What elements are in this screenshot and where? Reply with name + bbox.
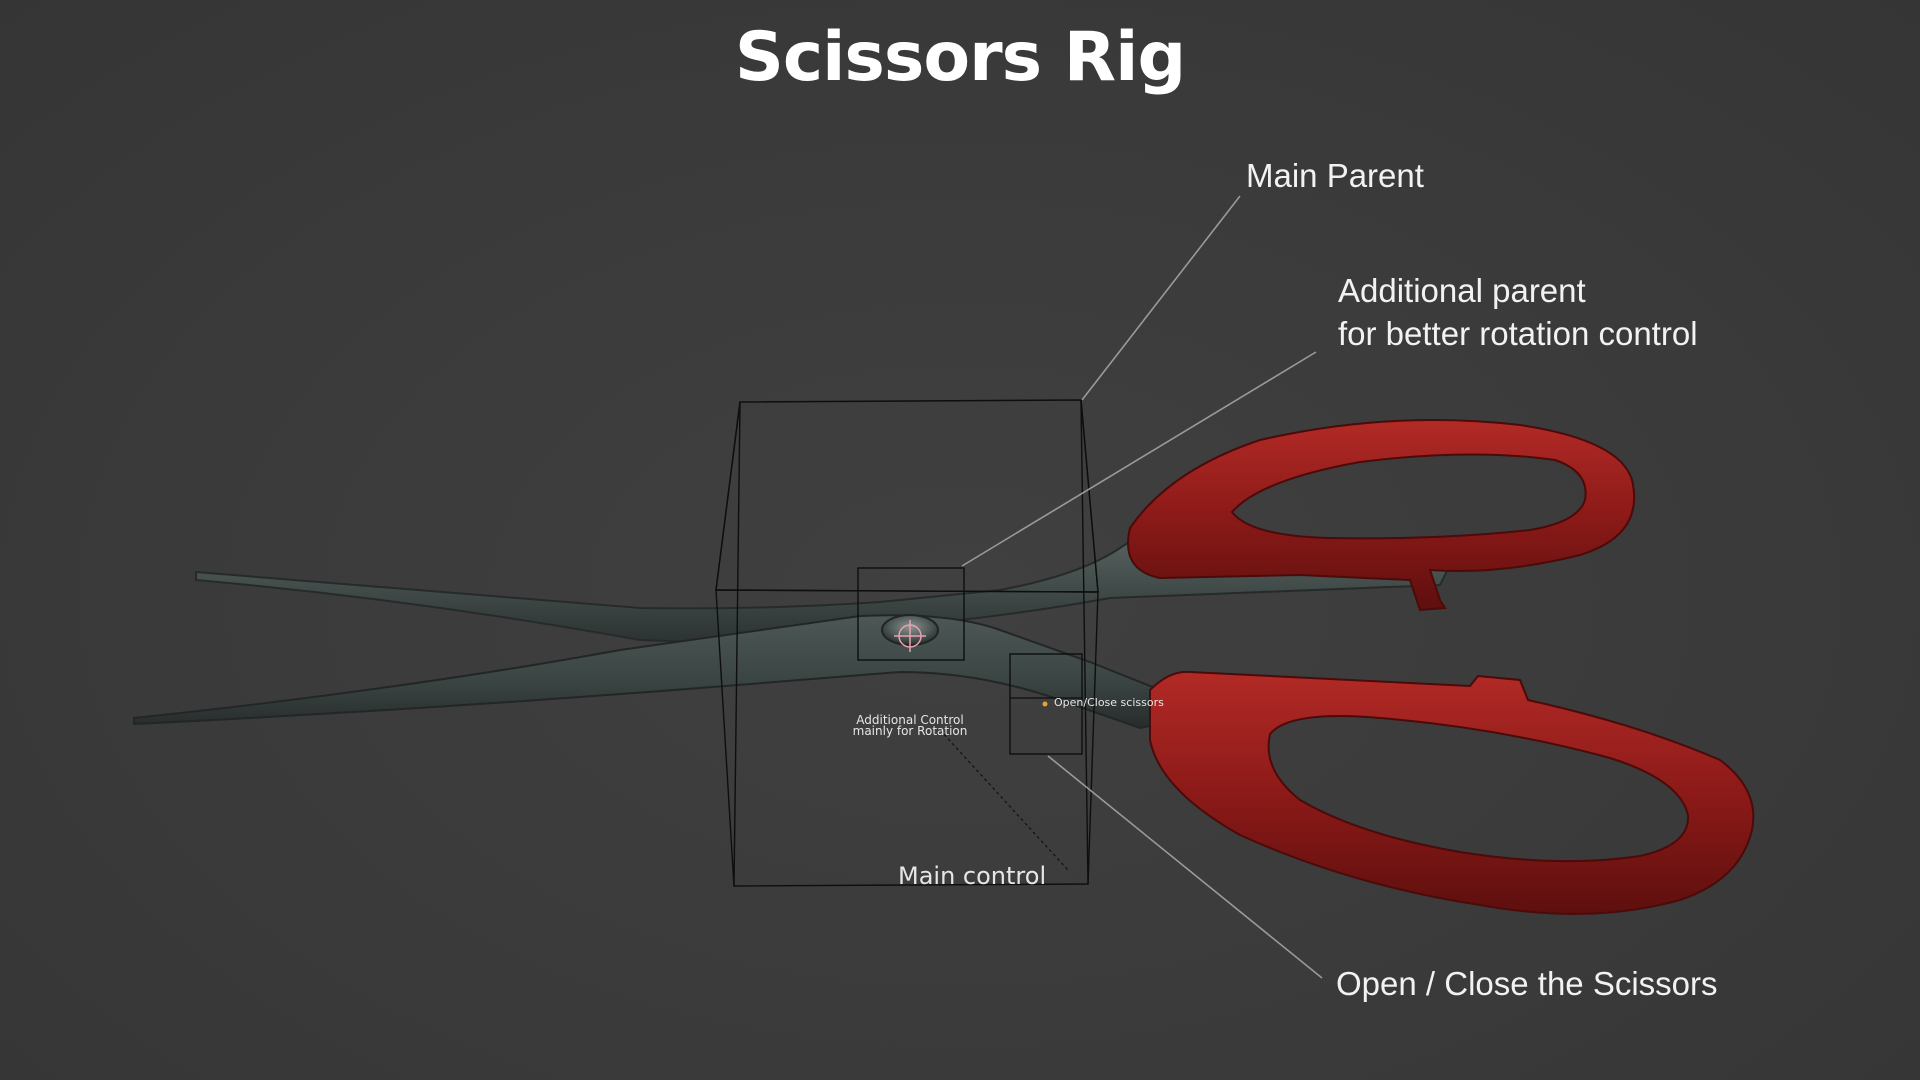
lower-handle	[1149, 670, 1755, 915]
main-control-cage	[715, 399, 1099, 887]
pivot-target-icon	[894, 620, 926, 652]
leader-open-close	[1047, 755, 1323, 979]
leader-additional-parent	[961, 351, 1317, 567]
open-close-scissors-label: Open/Close scissors	[1054, 696, 1164, 709]
upper-handle	[1127, 419, 1636, 612]
additional-control-box	[857, 567, 965, 661]
helper-dashed-line	[939, 729, 1069, 871]
open-close-handle-dot	[1042, 701, 1048, 707]
callout-additional-parent-line2: for better rotation control	[1338, 315, 1698, 352]
callout-main-parent: Main Parent	[1246, 154, 1424, 197]
open-close-control-box	[1009, 653, 1083, 755]
additional-control-label-line2: mainly for Rotation	[853, 724, 968, 738]
callout-open-close: Open / Close the Scissors	[1336, 962, 1718, 1005]
callout-additional-parent-line1: Additional parent	[1338, 272, 1586, 309]
main-control-label: Main control	[898, 862, 1046, 890]
additional-control-label-line1: Additional Control	[856, 713, 963, 727]
callout-main-parent-text: Main Parent	[1246, 157, 1424, 194]
callout-additional-parent: Additional parent for better rotation co…	[1338, 269, 1698, 355]
leader-main-parent	[1081, 195, 1241, 401]
callout-open-close-text: Open / Close the Scissors	[1336, 965, 1718, 1002]
page-title: Scissors Rig	[734, 18, 1186, 97]
leader-lines	[961, 195, 1323, 979]
